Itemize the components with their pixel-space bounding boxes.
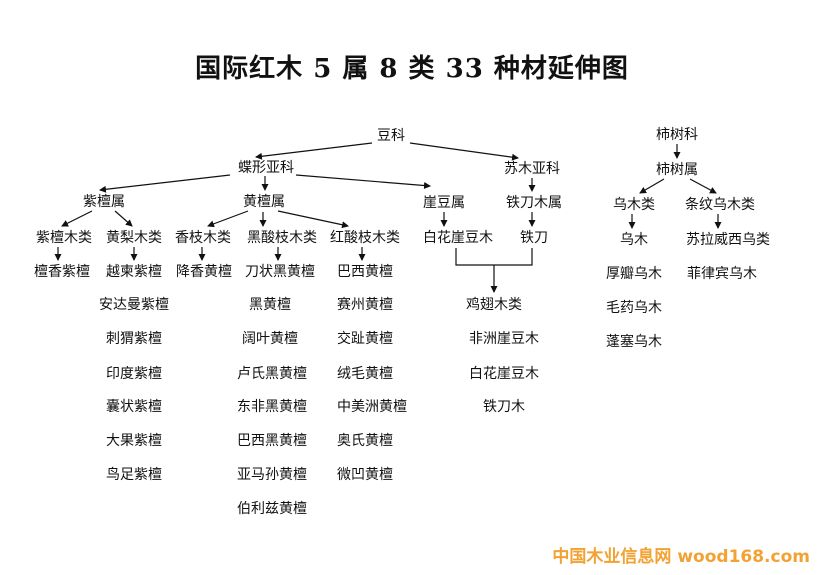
node-huangli-class: 黄梨木类 bbox=[106, 230, 162, 246]
species-item: 囊状紫檀 bbox=[106, 399, 162, 415]
species-item: 黑黄檀 bbox=[249, 297, 291, 313]
species-item: 绒毛黄檀 bbox=[337, 366, 393, 382]
species-item: 铁刀木 bbox=[483, 399, 525, 415]
species-item: 大果紫檀 bbox=[106, 433, 162, 449]
node-sulaweixi-wu: 苏拉威西乌类 bbox=[686, 232, 770, 248]
species-item: 赛州黄檀 bbox=[337, 297, 393, 313]
node-douke: 豆科 bbox=[377, 128, 405, 144]
species-item: 降香黄檀 bbox=[176, 264, 232, 280]
species-item: 刀状黑黄檀 bbox=[245, 264, 315, 280]
node-hongsuanzhi-class: 红酸枝木类 bbox=[330, 230, 400, 246]
species-item: 巴西黑黄檀 bbox=[237, 433, 307, 449]
species-item: 安达曼紫檀 bbox=[99, 297, 169, 313]
species-item: 中美洲黄檀 bbox=[337, 399, 407, 415]
species-item: 檀香紫檀 bbox=[34, 264, 90, 280]
species-item: 越柬紫檀 bbox=[106, 264, 162, 280]
node-sumu-subfamily: 苏木亚科 bbox=[504, 161, 560, 177]
node-tiedaomu-genus: 铁刀木属 bbox=[506, 195, 562, 211]
node-jichimu-class: 鸡翅木类 bbox=[466, 297, 522, 313]
node-heisuanzhi-class: 黑酸枝木类 bbox=[247, 230, 317, 246]
species-item: 交趾黄檀 bbox=[337, 331, 393, 347]
species-item: 厚瓣乌木 bbox=[606, 266, 662, 282]
node-shishu-family: 柿树科 bbox=[656, 127, 698, 143]
node-wumu: 乌木 bbox=[620, 232, 648, 248]
node-yadou-genus: 崖豆属 bbox=[423, 195, 465, 211]
species-item: 微凹黄檀 bbox=[337, 467, 393, 483]
species-item: 巴西黄檀 bbox=[337, 264, 393, 280]
species-item: 蓬塞乌木 bbox=[606, 334, 662, 350]
node-xiangzhi-class: 香枝木类 bbox=[175, 230, 231, 246]
site-watermark: 中国木业信息网 wood168.com bbox=[552, 547, 810, 567]
node-wumu-class: 乌木类 bbox=[613, 197, 655, 213]
species-item: 印度紫檀 bbox=[106, 366, 162, 382]
species-item: 刺猬紫檀 bbox=[106, 331, 162, 347]
species-item: 毛药乌木 bbox=[606, 300, 662, 316]
node-tiaowen-wumu-class: 条纹乌木类 bbox=[685, 197, 755, 213]
species-item: 奥氏黄檀 bbox=[337, 433, 393, 449]
species-item: 伯利兹黄檀 bbox=[237, 501, 307, 517]
species-item: 东非黑黄檀 bbox=[237, 399, 307, 415]
species-item: 亚马孙黄檀 bbox=[237, 467, 307, 483]
diagram-title: 国际红木 5 属 8 类 33 种材延伸图 bbox=[195, 54, 629, 84]
species-item: 白花崖豆木 bbox=[469, 366, 539, 382]
node-baihua-yadoumu: 白花崖豆木 bbox=[423, 230, 493, 246]
species-item: 阔叶黄檀 bbox=[242, 331, 298, 347]
node-huangtan-genus: 黄檀属 bbox=[243, 194, 285, 210]
node-tiedao: 铁刀 bbox=[520, 230, 548, 246]
node-zitan-class: 紫檀木类 bbox=[36, 230, 92, 246]
species-item: 非洲崖豆木 bbox=[469, 331, 539, 347]
species-item: 卢氏黑黄檀 bbox=[237, 366, 307, 382]
node-feilvbin-wumu: 菲律宾乌木 bbox=[687, 266, 757, 282]
species-item: 鸟足紫檀 bbox=[106, 467, 162, 483]
node-diexing-subfamily: 蝶形亚科 bbox=[238, 160, 294, 176]
node-zitan-genus: 紫檀属 bbox=[83, 194, 125, 210]
node-shishu-genus: 柿树属 bbox=[656, 162, 698, 178]
